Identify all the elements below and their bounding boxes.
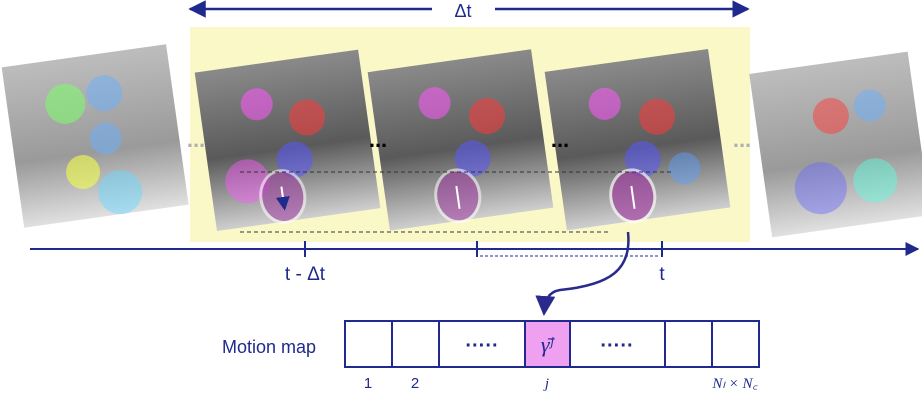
frame-ellipses: ... ... ... ... (187, 127, 751, 152)
timeline-label-t-minus-delta: t - Δt (285, 264, 326, 285)
video-frame-right-outer (749, 51, 922, 238)
motion-map-label: Motion map (222, 337, 316, 357)
delta-t-span: Δt (188, 0, 750, 21)
motion-map-cell (664, 320, 713, 368)
ellipsis-left-outer: ... (187, 127, 205, 152)
video-frame-3 (544, 48, 731, 231)
motion-map-index-last: Nₗ × N꜀ (711, 376, 758, 392)
motion-map-dots-2: ····· (600, 335, 633, 357)
timeline-axis: t - Δt t (30, 241, 920, 285)
motion-map-cell-value: γ̄ʲ (541, 332, 556, 357)
trajectory-guides (240, 171, 672, 233)
motion-map-cell (344, 320, 393, 368)
video-frame-2 (367, 49, 554, 231)
motion-map-cell (711, 320, 760, 368)
motion-map-cell (391, 320, 440, 368)
motion-map-cell (438, 320, 526, 368)
motion-map-cell (569, 320, 666, 368)
mapping-arrow (535, 231, 630, 316)
timeline-label-t: t (659, 264, 665, 285)
motion-map-dots-1: ····· (465, 335, 498, 357)
motion-map-index-j: j (543, 376, 549, 392)
motion-map-index-2: 2 (411, 375, 419, 392)
motion-map-index-1: 1 (364, 375, 372, 392)
ellipsis-between-frames-1: ... (369, 127, 387, 152)
delta-t-span-label: Δt (454, 1, 471, 21)
ellipsis-right-outer: ... (733, 127, 751, 152)
ellipsis-between-frames-2: ... (551, 127, 569, 152)
video-frame-1 (194, 49, 381, 232)
video-frame-left-outer (1, 44, 189, 228)
motion-map: Motion map ····· γ̄ʲ ····· 1 2 j Nₗ × N꜀ (222, 320, 760, 392)
